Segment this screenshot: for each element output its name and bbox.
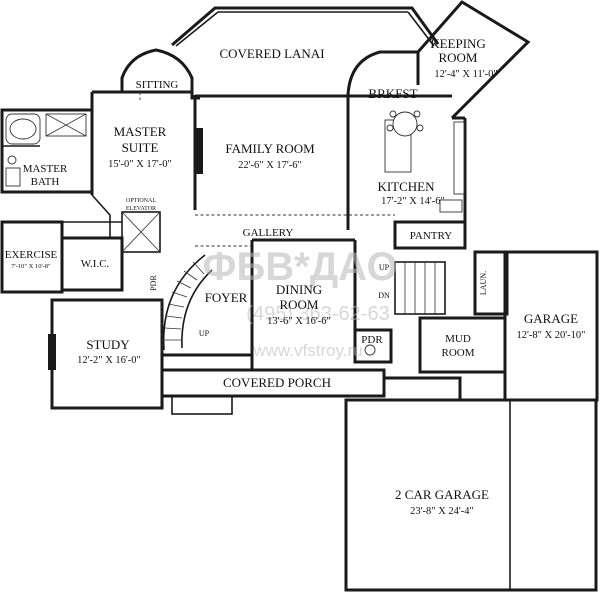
label-gallery: GALLERY <box>243 227 294 239</box>
watermark-phone: (495) 363-62-63 <box>246 303 389 325</box>
label-sitting: SITTING <box>136 79 179 91</box>
dim-keeping-room: 12'-4" X 11'-0" <box>434 69 497 80</box>
watermark-url: www.vfstroy.ru <box>252 341 362 360</box>
stair-dn-back: DN <box>378 291 390 300</box>
label-wic: W.I.C. <box>81 258 110 270</box>
dim-kitchen: 17'-2" X 14'-6" <box>381 196 445 207</box>
label-keeping-room-2: ROOM <box>438 50 477 65</box>
dim-exercise: 7'-10" X 10'-8" <box>11 263 51 270</box>
label-pdr-1: PDR <box>149 275 158 291</box>
dim-master-suite: 15'-0" X 17'-0" <box>108 159 172 170</box>
stair-up-back: UP <box>379 263 390 272</box>
label-pantry: PANTRY <box>410 230 452 242</box>
dim-garage: 12'-8" X 20'-10" <box>517 330 586 341</box>
label-brkfst: BRKFST <box>368 86 417 101</box>
label-master-suite: MASTER <box>114 124 167 139</box>
watermark-logo: ФБВ*ДАО <box>202 245 397 289</box>
label-exercise: EXERCISE <box>5 249 58 261</box>
label-pdr-2: PDR <box>361 334 383 346</box>
dim-two-car-garage: 23'-8" X 24'-4" <box>410 506 474 517</box>
label-kitchen: KITCHEN <box>377 179 435 194</box>
label-master-suite-2: SUITE <box>122 140 159 155</box>
label-mud-room: MUD <box>445 333 471 345</box>
dim-family-room: 22'-6" X 17'-6" <box>238 160 302 171</box>
label-dining-room: DINING <box>276 282 322 297</box>
label-optional-elevator-2: ELEVATOR <box>126 206 156 212</box>
label-master-bath-2: BATH <box>31 176 60 188</box>
label-two-car-garage: 2 CAR GARAGE <box>395 487 489 502</box>
dim-dining-room: 13'-6" X 16'-6" <box>267 316 331 327</box>
label-optional-elevator: OPTIONAL <box>126 198 156 204</box>
label-master-bath: MASTER <box>23 163 68 175</box>
label-family-room: FAMILY ROOM <box>225 141 315 156</box>
label-covered-porch: COVERED PORCH <box>223 375 331 390</box>
label-keeping-room: KEEPING <box>430 36 486 51</box>
label-garage: GARAGE <box>524 311 578 326</box>
label-mud-room-2: ROOM <box>441 347 474 359</box>
label-laun: LAUN. <box>479 271 488 295</box>
dim-study: 12'-2" X 16'-0" <box>77 355 141 366</box>
stair-up-main: UP <box>199 329 210 338</box>
label-study: STUDY <box>86 337 130 352</box>
label-dining-room-2: ROOM <box>279 297 318 312</box>
label-foyer: FOYER <box>205 290 248 305</box>
label-covered-lanai: COVERED LANAI <box>219 46 324 61</box>
